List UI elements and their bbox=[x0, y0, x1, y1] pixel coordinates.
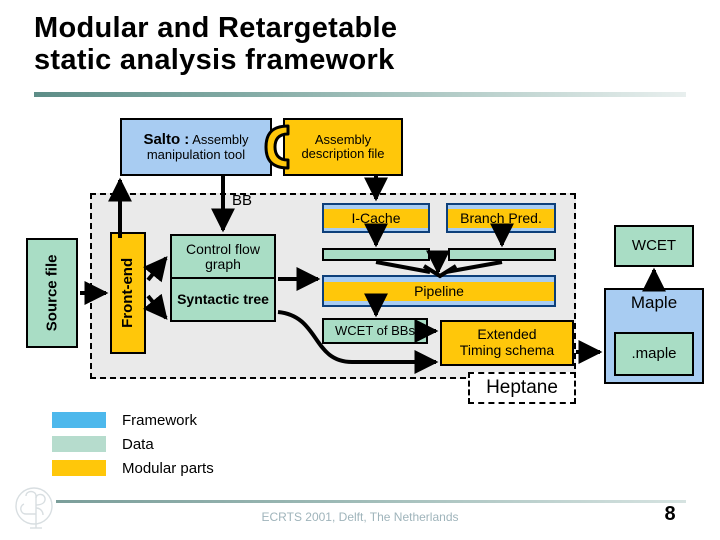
c-clamp-connector-icon bbox=[264, 124, 290, 170]
extended-timing-line-2: Timing schema bbox=[459, 342, 555, 358]
salto-box[interactable]: Salto : Assembly manipulation tool bbox=[120, 118, 272, 176]
extended-timing-schema-box[interactable]: Extended Timing schema bbox=[440, 320, 574, 366]
wcet-output-box[interactable]: WCET bbox=[614, 225, 694, 267]
extended-timing-line-1: Extended bbox=[477, 326, 537, 343]
asm-line-2: description file bbox=[301, 146, 385, 161]
legend-item-framework: Framework bbox=[52, 408, 312, 432]
maple-label: Maple bbox=[630, 293, 678, 312]
source-file-box[interactable]: Source file bbox=[26, 238, 78, 348]
legend-swatch-modular-parts bbox=[52, 460, 106, 476]
control-flow-graph-label: Control flow graph bbox=[186, 240, 260, 272]
wcet-of-bbs-box[interactable]: WCET of BBs bbox=[322, 318, 428, 344]
syntactic-tree-label: Syntactic tree bbox=[177, 291, 269, 308]
asm-line-1: Assembly bbox=[314, 132, 372, 148]
heptane-text: Heptane bbox=[486, 377, 558, 398]
irisa-logo-icon bbox=[15, 487, 53, 529]
salto-line-2: manipulation tool bbox=[146, 147, 246, 163]
legend-label-modular-parts: Modular parts bbox=[122, 459, 214, 477]
footer-divider bbox=[56, 500, 686, 503]
title-divider bbox=[34, 92, 686, 97]
bb-edge-label: BB bbox=[232, 192, 253, 209]
legend-item-data: Data bbox=[52, 432, 312, 456]
assembly-description-file-box[interactable]: Assembly description file bbox=[283, 118, 403, 176]
legend-label-framework: Framework bbox=[122, 411, 198, 429]
legend-swatch-framework bbox=[52, 412, 106, 428]
wcet-output-label: WCET bbox=[631, 237, 677, 255]
legend: Framework Data Modular parts bbox=[52, 408, 312, 480]
footer-text: ECRTS 2001, Delft, The Netherlands bbox=[261, 510, 459, 524]
salto-title: Salto : bbox=[143, 131, 190, 149]
legend-item-modular-parts: Modular parts bbox=[52, 456, 312, 480]
syntactic-tree-box[interactable]: Syntactic tree bbox=[170, 278, 276, 322]
page-title: Modular and Retargetable static analysis… bbox=[34, 12, 398, 76]
page-number: 8 bbox=[664, 503, 676, 525]
salto-line-1: Salto : Assembly bbox=[143, 132, 248, 148]
legend-swatch-data bbox=[52, 436, 106, 452]
control-flow-graph-box[interactable]: Control flow graph bbox=[170, 234, 276, 278]
wcet-of-bbs-label: WCET of BBs bbox=[335, 323, 415, 339]
front-end-box[interactable]: Front-end bbox=[110, 232, 146, 354]
branch-pred-label: Branch Pred. bbox=[448, 208, 554, 228]
heptane-region-label: Heptane bbox=[468, 372, 576, 404]
salto-subtitle: Assembly bbox=[192, 132, 249, 148]
icache-label: I-Cache bbox=[324, 208, 428, 228]
maple-file-box[interactable]: .maple bbox=[614, 332, 694, 376]
legend-label-data: Data bbox=[122, 435, 154, 453]
maple-file-label: .maple bbox=[631, 345, 677, 363]
